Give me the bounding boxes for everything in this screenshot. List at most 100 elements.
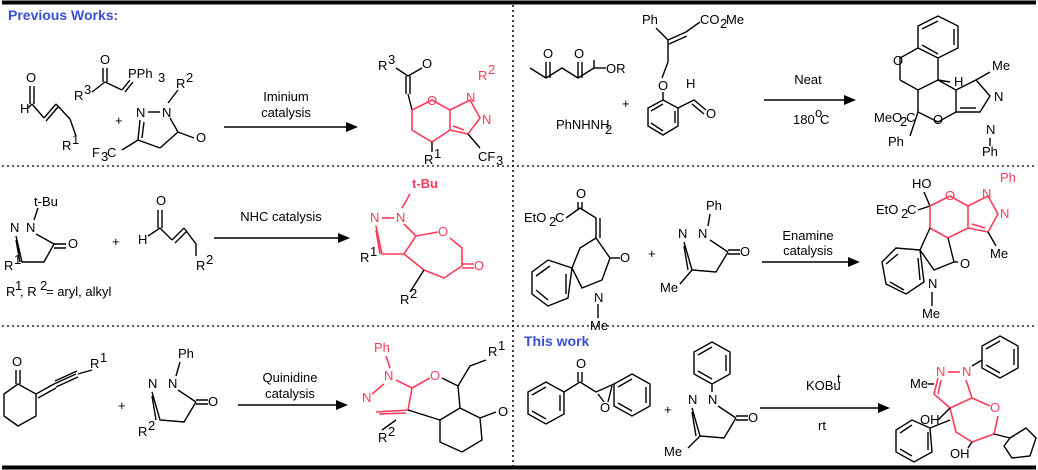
atom-label: O <box>576 356 586 371</box>
pyrazolone-reactant: N N R 2 O F 3 C <box>92 70 206 164</box>
atom-label: O <box>474 258 484 273</box>
atom-label: 2 <box>186 70 193 85</box>
atom-label: Ph <box>888 134 904 149</box>
atom-label: R <box>4 258 13 273</box>
atom-label: O <box>427 93 437 108</box>
spirooxindole-product: HO EtO 2 C O N N Ph Me O N Me <box>876 170 1016 321</box>
conditions-line2: catalysis <box>783 243 833 258</box>
note-rest: = aryl, alkyl <box>46 284 111 299</box>
atom-label: N <box>962 364 971 379</box>
plus-sign: + <box>664 402 672 417</box>
atom-label: 2 <box>148 418 155 433</box>
atom-label: Me <box>922 306 940 321</box>
atom-label: N <box>986 122 995 137</box>
atom-label: C <box>907 202 916 217</box>
atom-label: R <box>478 68 487 83</box>
atom-label: O <box>438 224 448 239</box>
atom-label: 3 <box>84 82 91 97</box>
enal-reactant: H O R 1 <box>20 70 79 153</box>
atom-label: Ph <box>642 12 658 27</box>
atom-label: R <box>196 258 205 273</box>
atom-label: 1 <box>14 252 21 267</box>
conditions-superscript: t <box>837 371 841 386</box>
atom-label: 2 <box>720 16 727 31</box>
reaction-arrow <box>238 400 348 410</box>
conditions-line1: Quinidine <box>263 370 318 385</box>
atom-label: Me <box>726 12 744 27</box>
atom-label: O <box>498 404 508 419</box>
atom-label: N <box>396 210 405 225</box>
atom-label: O <box>893 53 903 68</box>
conditions-unit: C <box>820 112 829 127</box>
atom-label: N <box>708 392 717 407</box>
atom-label: Ph <box>1000 170 1016 185</box>
atom-label: 1 <box>72 132 79 147</box>
degree-mark: o <box>815 105 822 120</box>
atom-label: 1 <box>100 350 107 365</box>
atom-label: 1 <box>498 338 505 353</box>
atom-label: 3 <box>158 70 165 85</box>
conditions-line2: catalysis <box>261 105 311 120</box>
note-r1: R <box>6 284 15 299</box>
atom-label: O <box>196 130 206 145</box>
atom-label: CO <box>700 12 720 27</box>
atom-label: N <box>168 376 177 391</box>
conditions-line1: Enamine <box>782 228 833 243</box>
bicyclic-lactone-product: t-Bu N N O O R 1 R 2 <box>360 176 484 307</box>
atom-label: HO <box>912 176 932 191</box>
reaction-arrow <box>224 122 358 132</box>
plus-sign: + <box>622 96 630 111</box>
dihydroxy-pyranopyrazole-product: N N Me O OH OH <box>895 335 1037 463</box>
atom-label: Me <box>660 280 678 295</box>
atom-label: H <box>954 74 963 89</box>
atom-label: N <box>982 186 991 201</box>
atom-label: R <box>488 344 497 359</box>
atom-label: N <box>136 105 145 120</box>
atom-label: 2 <box>605 122 612 137</box>
atom-label: 3 <box>496 153 503 168</box>
atom-label: 2 <box>901 206 908 221</box>
pyrazolone-reactant: t-Bu N N O R 1 <box>4 194 78 273</box>
conditions-line1: Neat <box>794 72 822 87</box>
pyrazolone-reactant: Ph N N O Me <box>660 198 750 295</box>
atom-label: O <box>12 354 22 369</box>
previous-works-title: Previous Works: <box>8 7 118 23</box>
atom-label: R <box>62 138 71 153</box>
atom-label: O <box>960 256 970 271</box>
plus-sign: + <box>112 234 120 249</box>
atom-label: O <box>68 236 78 251</box>
reaction-arrow <box>764 95 856 105</box>
atom-label: N <box>384 368 393 383</box>
atom-label: N <box>26 220 35 235</box>
atom-label: N <box>466 90 475 105</box>
panel-enamine: EtO 2 C O O N Me + Ph N N O M <box>524 170 1016 333</box>
atom-label: t-Bu <box>412 176 438 191</box>
panel-iminium: H O R 1 O R 3 PPh 3 + N N <box>20 52 503 168</box>
atom-label: R <box>378 430 387 445</box>
atom-label: OH <box>920 412 940 427</box>
atom-label: N <box>482 112 491 127</box>
atom-label: O <box>945 188 955 203</box>
conditions-line1: KOBu <box>806 378 841 393</box>
atom-label: OH <box>950 446 970 461</box>
atom-label: R <box>176 76 185 91</box>
atom-label: Ph <box>374 340 390 355</box>
atom-label: R <box>360 250 369 265</box>
note-r2sup: 2 <box>40 278 47 293</box>
atom-label: O <box>100 52 110 67</box>
atom-label: N <box>594 290 603 305</box>
atom-label: PhNHNH <box>556 117 609 132</box>
atom-label: Ph <box>982 144 998 159</box>
atom-label: N <box>994 89 1003 104</box>
atom-label: C <box>107 145 116 160</box>
atom-label: Me <box>664 444 682 459</box>
atom-label: O <box>574 46 584 61</box>
atom-label: Ph <box>706 198 722 213</box>
ylide-reactant: O R 3 PPh 3 <box>74 52 165 103</box>
atom-label: N <box>928 276 937 291</box>
tricyclic-product: Ph N N O R 1 O R 2 <box>362 338 508 453</box>
atom-label: O <box>706 106 716 121</box>
atom-label: C <box>555 210 564 225</box>
this-work-title: This work <box>524 333 590 349</box>
